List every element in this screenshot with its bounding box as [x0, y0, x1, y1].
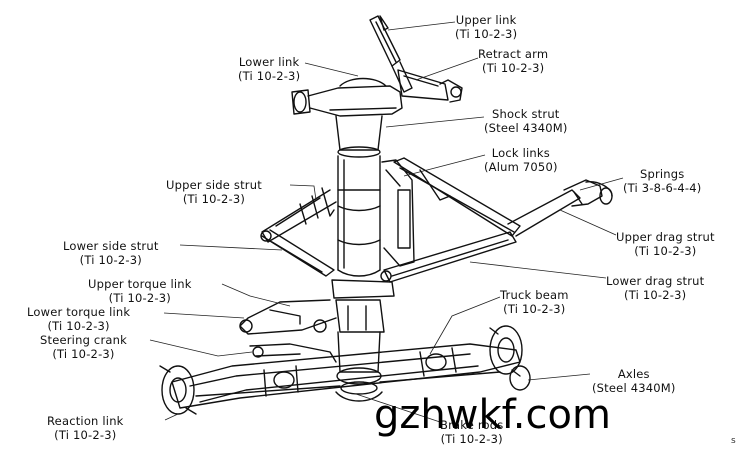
- lower-torque-link-material: (Ti 10-2-3): [47, 319, 110, 333]
- lower-torque-link-name: Lower torque link: [27, 305, 131, 319]
- lock-links-part: [381, 159, 415, 267]
- shock-strut-material: (Steel 4340M): [484, 121, 568, 135]
- springs-name: Springs: [639, 167, 685, 181]
- watermark-text: gzhwkf.com: [374, 392, 611, 438]
- upper-torque-link-material: (Ti 10-2-3): [108, 291, 171, 305]
- label-reaction-link: Reaction link (Ti 10-2-3): [47, 414, 124, 442]
- retract-arm-part: [397, 69, 463, 103]
- steering-crank-name: Steering crank: [40, 333, 127, 347]
- springs-part: [563, 179, 613, 207]
- upper-link-name: Upper link: [455, 13, 517, 27]
- axles-material: (Steel 4340M): [592, 381, 676, 395]
- lower-link-material: (Ti 10-2-3): [238, 69, 301, 83]
- shock-strut-name: Shock strut: [492, 107, 560, 121]
- label-lower-side-strut: Lower side strut (Ti 10-2-3): [63, 239, 159, 267]
- upper-side-strut-name: Upper side strut: [166, 178, 262, 192]
- label-upper-torque-link: Upper torque link (Ti 10-2-3): [88, 277, 192, 305]
- lower-drag-strut-part: [380, 231, 517, 283]
- corner-mark: s: [731, 436, 736, 446]
- right-axle-part: [489, 325, 531, 391]
- upper-drag-strut-name: Upper drag strut: [616, 230, 715, 244]
- lower-side-strut-name: Lower side strut: [63, 239, 159, 253]
- brake-rods-name: Brake rods: [440, 418, 504, 432]
- shock-strut-part: [335, 115, 383, 277]
- label-brake-rods: Brake rods (Ti 10-2-3): [440, 418, 503, 446]
- upper-side-strut-material: (Ti 10-2-3): [182, 192, 246, 206]
- label-truck-beam: Truck beam (Ti 10-2-3): [500, 288, 569, 316]
- brake-rods-part: [195, 371, 501, 402]
- label-upper-link: Upper link (Ti 10-2-3): [455, 13, 517, 41]
- lower-link-name: Lower link: [238, 55, 300, 69]
- upper-side-strut-part: [261, 187, 337, 243]
- label-upper-side-strut: Upper side strut (Ti 10-2-3): [166, 178, 262, 206]
- lower-drag-strut-name: Lower drag strut: [606, 274, 705, 288]
- label-lower-torque-link: Lower torque link (Ti 10-2-3): [27, 305, 130, 333]
- upper-link-part: [369, 15, 413, 93]
- trunnion-part: [291, 77, 403, 117]
- steering-crank-part: [249, 343, 337, 363]
- torque-links-part: [239, 279, 395, 335]
- upper-link-material: (Ti 10-2-3): [455, 27, 518, 41]
- lock-links-material: (Alum 7050): [484, 160, 558, 174]
- lower-side-strut-material: (Ti 10-2-3): [79, 253, 142, 267]
- springs-material: (Ti 3-8-6-4-4): [623, 181, 702, 195]
- retract-arm-material: (Ti 10-2-3): [482, 61, 545, 75]
- truck-beam-material: (Ti 10-2-3): [503, 302, 566, 316]
- label-lock-links: Lock links (Alum 7050): [484, 146, 558, 174]
- label-upper-drag-strut: Upper drag strut (Ti 10-2-3): [616, 230, 715, 258]
- lower-side-strut-part: [260, 229, 335, 277]
- reaction-link-material: (Ti 10-2-3): [54, 428, 117, 442]
- truck-beam-name: Truck beam: [500, 288, 569, 302]
- upper-torque-link-name: Upper torque link: [88, 277, 192, 291]
- axles-name: Axles: [617, 367, 650, 381]
- retract-arm-name: Retract arm: [478, 47, 549, 61]
- label-steering-crank: Steering crank (Ti 10-2-3): [40, 333, 127, 361]
- lower-drag-strut-material: (Ti 10-2-3): [624, 288, 687, 302]
- label-springs: Springs (Ti 3-8-6-4-4): [623, 167, 701, 195]
- steering-crank-material: (Ti 10-2-3): [52, 347, 115, 361]
- lock-links-name: Lock links: [491, 146, 550, 160]
- label-shock-strut: Shock strut (Steel 4340M): [484, 107, 568, 135]
- brake-rods-material: (Ti 10-2-3): [440, 432, 503, 446]
- upper-drag-strut-material: (Ti 10-2-3): [634, 244, 697, 258]
- leader-lines: [149, 21, 624, 423]
- label-lower-link: Lower link (Ti 10-2-3): [238, 55, 300, 83]
- label-axles: Axles (Steel 4340M): [592, 367, 676, 395]
- label-lower-drag-strut: Lower drag strut (Ti 10-2-3): [606, 274, 704, 302]
- reaction-link-name: Reaction link: [47, 414, 124, 428]
- truck-beam-part: [171, 343, 521, 409]
- label-retract-arm: Retract arm (Ti 10-2-3): [478, 47, 548, 75]
